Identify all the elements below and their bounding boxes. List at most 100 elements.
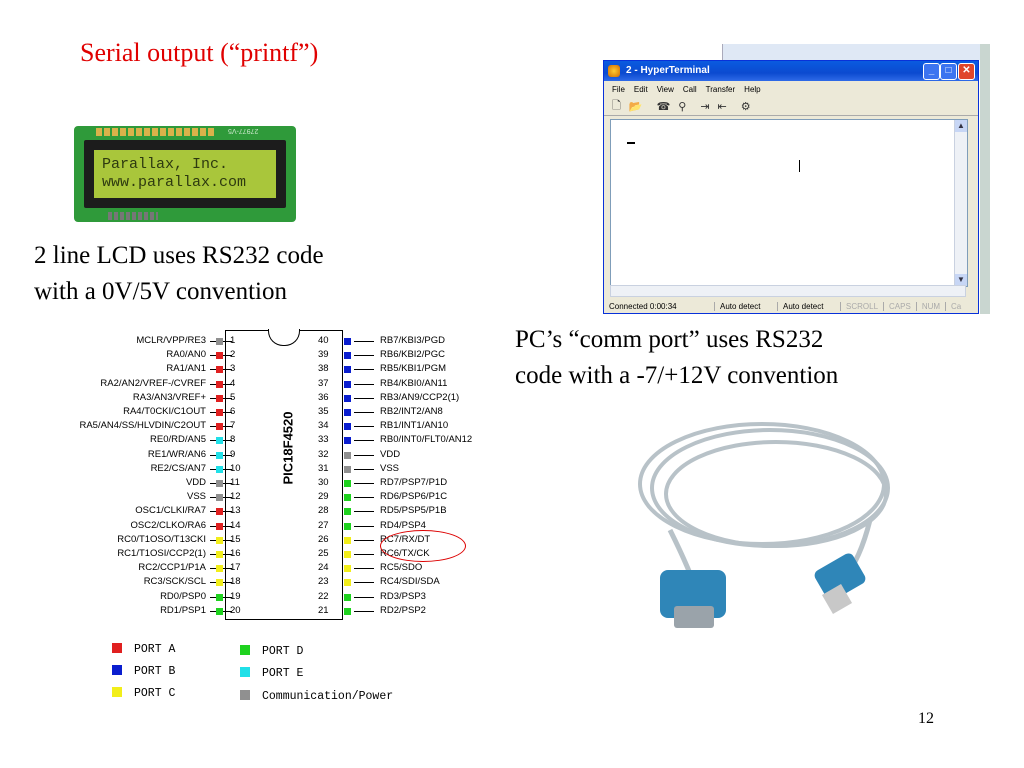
pin-label: RC0/T1OSO/T13CKI — [117, 533, 206, 545]
pin-label: RA1/AN1 — [166, 363, 206, 375]
pin-label: VDD — [185, 477, 206, 488]
pin-arrow — [354, 554, 374, 555]
scroll-up-icon[interactable]: ▲ — [955, 120, 967, 132]
lcd-caption-line-2: with a 0V/5V convention — [34, 278, 287, 305]
pin-arrow — [354, 426, 374, 428]
pin-arrow — [354, 440, 374, 442]
pin-number: 14 — [230, 519, 241, 531]
mouse-ibeam-cursor — [799, 160, 800, 172]
pin-color-marker — [216, 551, 223, 558]
pin-color-marker — [344, 607, 351, 615]
menu-view[interactable]: View — [656, 84, 674, 94]
pin-arrow — [354, 483, 374, 484]
pin-label: RD3/PSP3 — [380, 590, 426, 602]
pin-arrow — [354, 539, 374, 541]
pin-number: 38 — [318, 363, 329, 375]
pin-row: 23 RC4/SDI/SDA — [318, 576, 508, 589]
pin-number: 35 — [318, 406, 329, 417]
pin-number: 36 — [318, 391, 329, 403]
menu-edit[interactable]: Edit — [633, 84, 648, 94]
close-icon[interactable]: ✕ — [958, 63, 975, 80]
pin-number: 20 — [230, 604, 241, 616]
status-caps: CAPS — [884, 301, 917, 311]
legend-item: PORT D — [240, 645, 303, 658]
pc-caption-line-1: PC’s “comm port” uses RS232 — [515, 326, 824, 353]
menu-call[interactable]: Call — [682, 84, 697, 94]
pin-number: 3 — [230, 363, 236, 375]
pin-label: RD0/PSP0 — [160, 590, 206, 602]
pin-number: 19 — [230, 590, 241, 602]
chip-body: PIC18F4520 — [225, 329, 343, 620]
window-titlebar[interactable]: 2 - HyperTerminal _ □ ✕ — [604, 61, 978, 81]
menu-help[interactable]: Help — [744, 84, 761, 94]
pin-label: RE0/RD/AN5 — [150, 434, 206, 446]
scroll-down-icon[interactable]: ▼ — [955, 274, 967, 286]
pin-label: RD1/PSP1 — [160, 604, 206, 616]
pin-label: RE2/CS/AN7 — [150, 462, 206, 474]
pin-number: 7 — [230, 420, 236, 432]
tx-rx-highlight-circle — [380, 530, 466, 562]
pin-number: 29 — [318, 491, 329, 503]
minimize-icon[interactable]: _ — [923, 63, 940, 80]
pc-caption-line-2: code with a -7/+12V convention — [515, 362, 839, 389]
pin-color-marker — [344, 465, 351, 473]
properties-icon[interactable]: ⚙ — [740, 100, 751, 113]
new-file-icon[interactable]: 🗋 — [612, 99, 621, 112]
lcd-line-2: www.parallax.com — [102, 174, 247, 191]
open-folder-icon[interactable]: 📂 — [628, 100, 643, 113]
pin-row: RA1/AN1 3 — [28, 363, 258, 376]
status-num: NUM — [917, 301, 947, 311]
terminal-cursor — [627, 142, 635, 144]
menu-file[interactable]: File — [612, 84, 625, 94]
pin-label: RD5/PSP5/P1B — [380, 505, 447, 517]
send-icon[interactable]: ⇥ — [700, 100, 710, 113]
pin-row: RC1/T1OSI/CCP2(1)16 — [28, 548, 258, 561]
disconnect-icon[interactable]: ⚲ — [678, 100, 687, 113]
lcd-header-pins — [96, 128, 216, 136]
pin-number: 31 — [318, 462, 329, 474]
pin-label: RC3/SCK/SCL — [143, 576, 206, 588]
vertical-scrollbar[interactable]: ▲ ▼ — [954, 120, 967, 286]
pin-color-marker — [216, 366, 223, 374]
lcd-module-image: 27977-V5 Parallax, Inc. www.parallax.com — [74, 126, 296, 222]
pin-color-marker — [344, 380, 351, 388]
pin-label: RC4/SDI/SDA — [380, 576, 440, 588]
pin-label: MCLR/VPP/RE3 — [136, 335, 206, 346]
terminal-area[interactable]: ▲ ▼ — [610, 119, 968, 287]
pin-label: RB2/INT2/AN8 — [380, 406, 443, 417]
horizontal-scrollbar[interactable] — [610, 285, 966, 297]
lcd-line-1: Parallax, Inc. — [102, 156, 229, 173]
pin-number: 24 — [318, 562, 329, 574]
pin-number: 33 — [318, 434, 329, 446]
pin-label: RB3/AN9/CCP2(1) — [380, 391, 460, 403]
pin-number: 12 — [230, 491, 241, 503]
slide-title: Serial output (“printf”) — [80, 38, 319, 67]
menu-bar: File Edit View Call Transfer Help — [604, 81, 978, 97]
pin-label: RB1/INT1/AN10 — [380, 420, 449, 432]
receive-icon[interactable]: ⇤ — [717, 100, 727, 113]
pin-color-marker — [216, 480, 223, 487]
legend-swatch — [112, 687, 122, 697]
pin-color-marker — [216, 593, 223, 601]
menu-transfer[interactable]: Transfer — [705, 84, 736, 94]
pin-number: 28 — [318, 505, 329, 517]
pin-number: 23 — [318, 576, 329, 588]
pin-color-marker — [216, 494, 223, 502]
lcd-caption-line-1: 2 line LCD uses RS232 code — [34, 242, 324, 269]
pin-number: 40 — [318, 335, 329, 346]
lcd-screen: Parallax, Inc. www.parallax.com — [94, 150, 276, 198]
legend-swatch — [240, 667, 250, 677]
pin-arrow — [354, 582, 374, 584]
pin-label: OSC1/CLKI/RA7 — [135, 505, 206, 517]
maximize-icon[interactable]: □ — [940, 63, 957, 80]
call-icon[interactable]: ☎ — [656, 100, 671, 113]
